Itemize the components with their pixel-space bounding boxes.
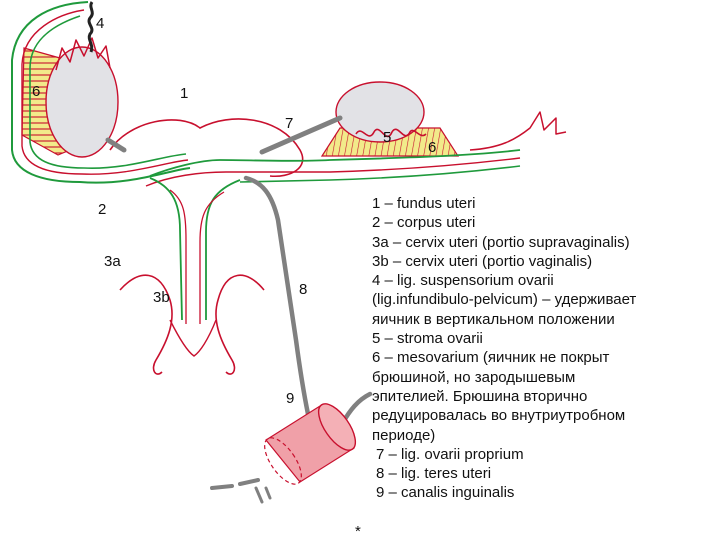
legend-item: периоде) — [372, 426, 436, 444]
ovarian-stroma — [355, 128, 427, 138]
legend-item: яичник в вертикальном положении — [372, 310, 615, 328]
label-2: 2 — [98, 201, 106, 218]
left-fimbriae — [55, 37, 111, 71]
legend-item: редуцировалась во внутриутробном — [372, 407, 626, 425]
label-6-left: 6 — [32, 83, 40, 100]
canal-exit-dashes — [210, 478, 260, 490]
uterus-cavity — [149, 149, 521, 177]
right-ovary — [335, 81, 425, 143]
peritoneum-left-inner — [21, 9, 189, 175]
label-8: 8 — [299, 281, 307, 298]
legend-item: 3b – cervix uteri (portio vaginalis) — [372, 252, 593, 270]
uterus-wall-inner — [145, 157, 521, 187]
round-ligament — [243, 175, 317, 443]
legend-item: 2 – corpus uteri — [372, 214, 476, 232]
canal-exit-dashes-2 — [254, 486, 272, 504]
peritoneum-left — [11, 1, 191, 184]
label-1: 1 — [180, 85, 188, 102]
left-ovary-ligament — [105, 137, 127, 153]
cervix-left-inner — [169, 189, 187, 324]
legend-item: 5 – stroma ovarii — [372, 330, 483, 348]
peritoneum-left-inner2 — [29, 15, 187, 169]
legend-item: 3a – cervix uteri (portio supravaginalis… — [372, 233, 630, 251]
label-6-right: 6 — [428, 139, 436, 156]
label-9: 9 — [286, 390, 294, 407]
legend-list: 1 – fundus uteri 2 – corpus uteri 3a – c… — [372, 194, 717, 503]
legend-item: 4 – lig. suspensorium ovarii — [372, 272, 554, 290]
legend-item: 1 – fundus uteri — [372, 195, 476, 212]
uterus-outline — [109, 118, 304, 177]
vagina-bottom — [169, 319, 217, 357]
left-ovary — [45, 46, 119, 158]
cervix-right — [205, 179, 241, 320]
label-3b: 3b — [153, 289, 170, 306]
label-7: 7 — [285, 115, 293, 132]
label-star: * — [355, 523, 361, 540]
label-5: 5 — [383, 129, 391, 146]
suspensory-ligament — [87, 1, 94, 53]
legend-item: (lig.infundibulo-pelvicum) – удерживает — [372, 291, 637, 309]
legend-item: 8 – lig. teres uteri — [376, 465, 492, 483]
cervix-right-inner — [199, 191, 225, 324]
legend-item: 6 – mesovarium (яичник не покрыт — [372, 349, 610, 367]
label-3a: 3a — [104, 253, 121, 270]
vagina-right — [215, 274, 265, 375]
legend-item: 9 – canalis inguinalis — [376, 484, 515, 502]
label-4: 4 — [96, 15, 104, 32]
right-fimbriae — [469, 111, 567, 151]
ovary-proper-ligament — [259, 115, 343, 155]
legend-item: эпителией. Брюшина вторично — [372, 387, 588, 405]
inguinal-canal — [264, 403, 357, 485]
legend-item: 7 – lig. ovarii proprium — [376, 445, 524, 463]
cervix-left — [149, 177, 183, 321]
uterus-wall-inner2 — [239, 165, 521, 183]
legend-item: брюшиной, но зародышевым — [372, 368, 576, 386]
